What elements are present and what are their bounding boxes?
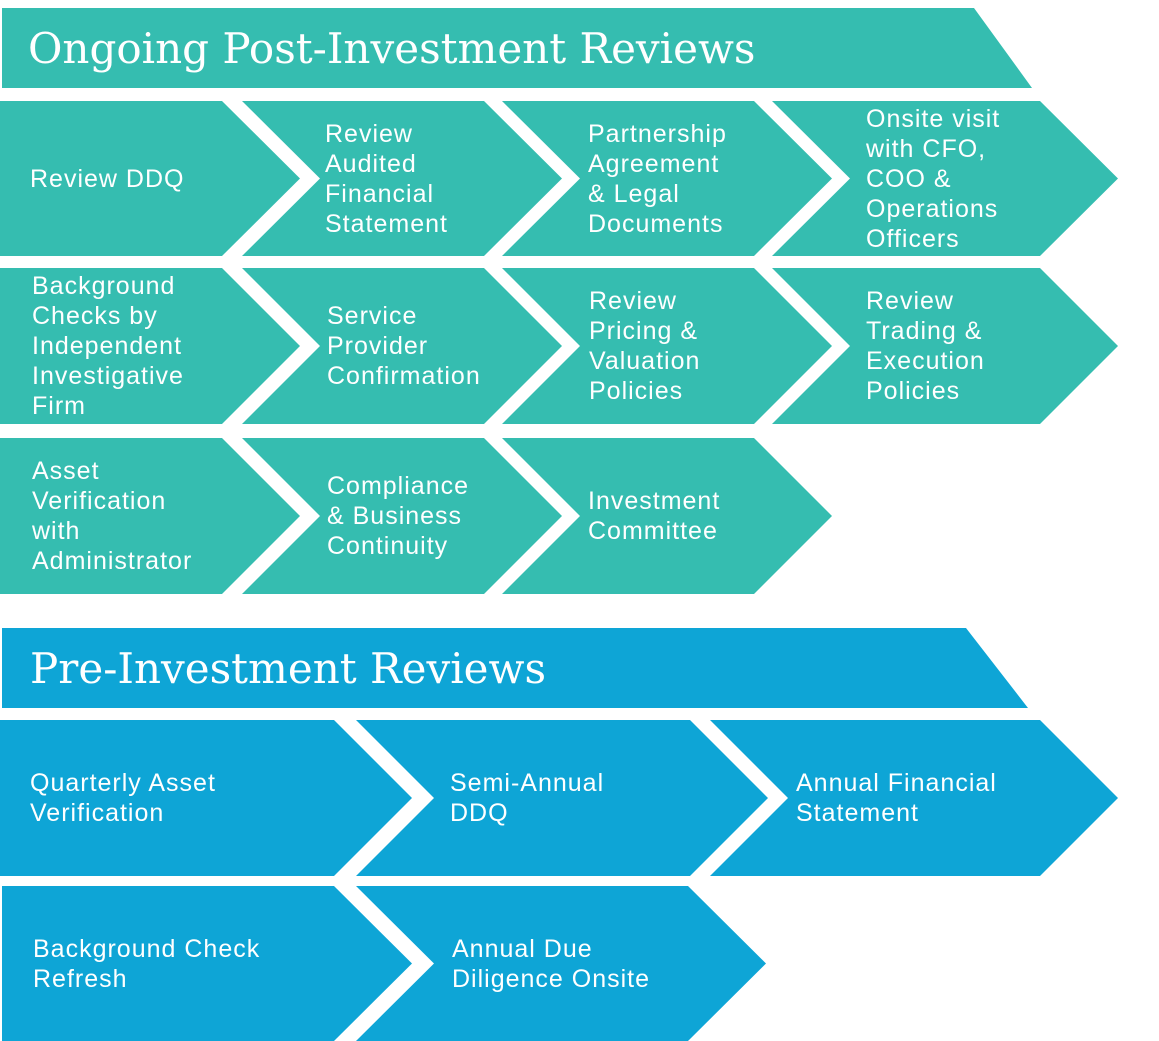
step-label-text: Semi-Annual DDQ <box>450 769 605 827</box>
post-investment-step-investment-committee <box>502 438 832 594</box>
step-label-quarterly-asset-verification: Quarterly Asset Verification <box>30 720 290 876</box>
post-investment-step-review-ddq <box>0 101 300 256</box>
step-label-semi-annual-ddq: Semi-Annual DDQ <box>450 720 690 876</box>
step-label-text: Onsite visit with CFO, COO & Operations … <box>866 104 1001 253</box>
step-label-text: Compliance & Business Continuity <box>327 472 470 560</box>
pre-investment-step-semi-annual-ddq <box>356 720 768 876</box>
step-label-asset-verification-with-administrator: Asset Verification with Administrator <box>32 438 232 594</box>
post-investment-step-partnership-agreement-legal-documents <box>502 101 832 256</box>
step-label-review-pricing-valuation-policies: Review Pricing & Valuation Policies <box>589 268 759 424</box>
step-label-text: Annual Due Diligence Onsite <box>452 934 651 993</box>
post-investment-step-service-provider-confirmation <box>242 268 562 424</box>
step-label-text: Review Trading & Execution Policies <box>866 287 985 405</box>
step-label-annual-due-diligence-onsite: Annual Due Diligence Onsite <box>452 886 712 1041</box>
step-label-text: Review Pricing & Valuation Policies <box>589 287 701 405</box>
step-label-annual-financial-statement: Annual Financial Statement <box>796 720 1056 876</box>
post-investment-banner <box>2 8 1032 88</box>
step-label-text: Annual Financial Statement <box>796 769 997 827</box>
post-investment-step-compliance-business-continuity <box>242 438 562 594</box>
pre-investment-step-annual-due-diligence-onsite <box>356 886 766 1041</box>
step-label-partnership-agreement-legal-documents: Partnership Agreement & Legal Documents <box>588 101 758 256</box>
pre-investment-title: Pre-Investment Reviews <box>30 644 546 693</box>
pre-investment-banner <box>2 628 1028 708</box>
step-label-text: Review Audited Financial Statement <box>325 119 448 238</box>
step-label-text: Review DDQ <box>30 164 185 193</box>
pre-investment-step-quarterly-asset-verification <box>0 720 412 876</box>
pre-investment-step-annual-financial-statement <box>710 720 1118 876</box>
pre-investment-step-background-check-refresh <box>2 886 412 1041</box>
post-investment-title: Ongoing Post-Investment Reviews <box>28 24 756 73</box>
step-label-text: Background Checks by Independent Investi… <box>32 272 184 420</box>
step-label-text: Background Check Refresh <box>33 934 261 993</box>
step-label-compliance-business-continuity: Compliance & Business Continuity <box>327 438 502 594</box>
post-investment-step-onsite-visit-with-cfo-coo-operations-officers <box>772 101 1118 256</box>
step-label-text: Asset Verification with Administrator <box>32 457 193 575</box>
step-label-text: Investment Committee <box>588 487 721 545</box>
step-label-review-ddq: Review DDQ <box>30 101 210 256</box>
post-investment-step-review-pricing-valuation-policies <box>502 268 832 424</box>
step-label-text: Service Provider Confirmation <box>327 302 481 390</box>
step-label-review-trading-execution-policies: Review Trading & Execution Policies <box>866 268 1036 424</box>
step-label-service-provider-confirmation: Service Provider Confirmation <box>327 268 507 424</box>
post-investment-step-review-trading-execution-policies <box>772 268 1118 424</box>
step-label-text: Quarterly Asset Verification <box>30 769 216 827</box>
step-label-onsite-visit-with-cfo-coo-operations-officers: Onsite visit with CFO, COO & Operations … <box>866 101 1046 256</box>
step-label-investment-committee: Investment Committee <box>588 438 758 594</box>
post-investment-step-background-checks-by-independent-investigative-firm <box>0 268 300 424</box>
step-label-review-audited-financial-statement: Review Audited Financial Statement <box>325 101 495 256</box>
step-label-background-check-refresh: Background Check Refresh <box>33 886 333 1041</box>
post-investment-step-asset-verification-with-administrator <box>0 438 300 594</box>
step-label-background-checks-by-independent-investigative-firm: Background Checks by Independent Investi… <box>32 268 212 424</box>
step-label-text: Partnership Agreement & Legal Documents <box>588 119 727 238</box>
post-investment-step-review-audited-financial-statement <box>242 101 562 256</box>
